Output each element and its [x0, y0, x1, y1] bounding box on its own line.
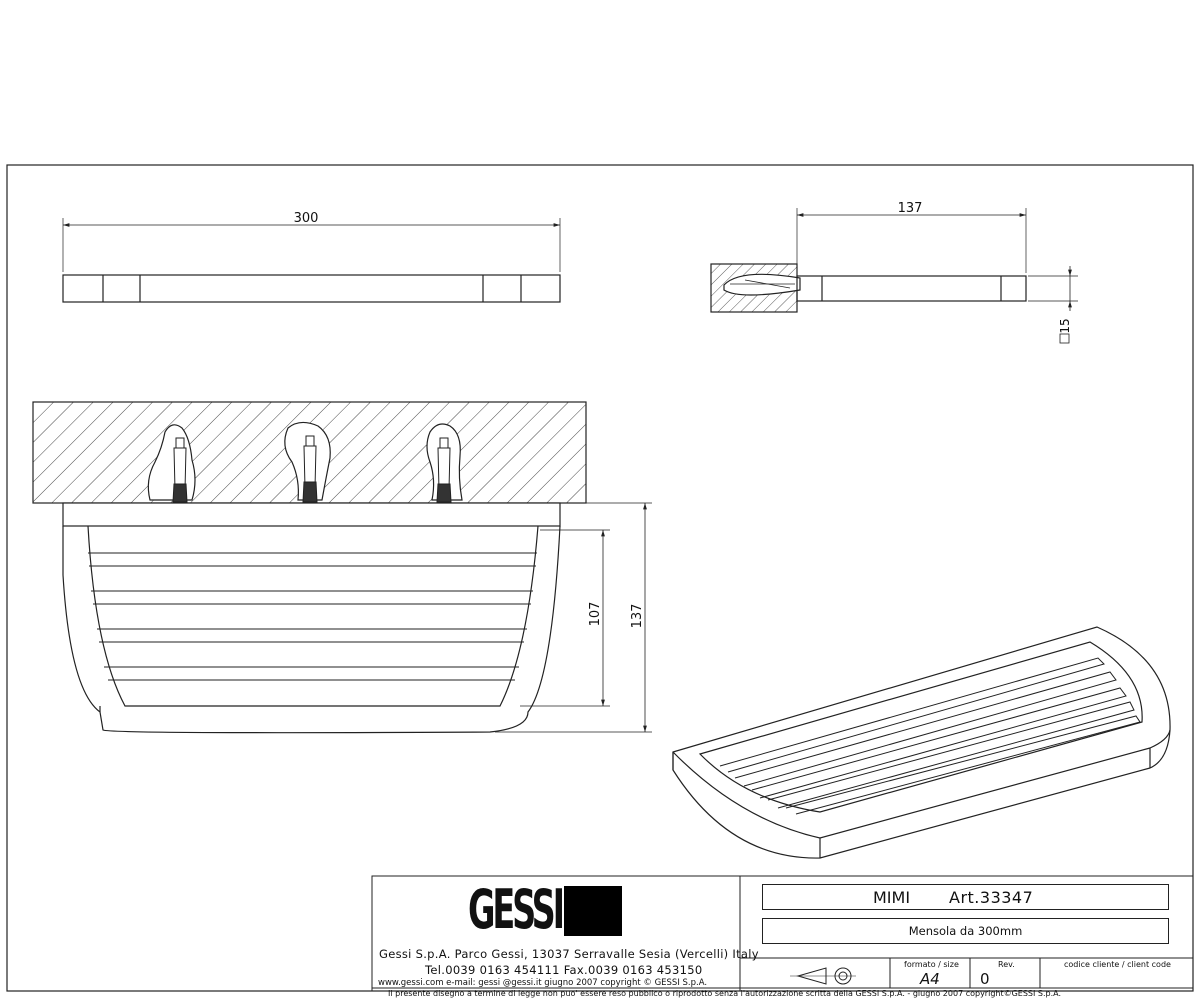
top-view — [62, 218, 561, 303]
side-depth-dimension: 137 — [898, 201, 923, 216]
logo-block — [564, 886, 622, 936]
company-phone-fax: Tel.0039 0163 454111 Fax.0039 0163 45315… — [425, 963, 703, 977]
product-name: MIMI — [873, 888, 911, 907]
rev-value: 0 — [980, 970, 990, 988]
wall-anchor — [172, 437, 188, 503]
format-value: A4 — [920, 970, 940, 988]
isometric-view — [672, 626, 1171, 859]
front-inner-depth-dimension: 107 — [588, 602, 603, 627]
article-number: Art.33347 — [949, 888, 1034, 907]
side-view — [710, 208, 1078, 344]
description-box: Mensola da 300mm — [762, 918, 1169, 944]
company-address: Gessi S.p.A. Parco Gessi, 13037 Serraval… — [379, 947, 759, 961]
format-label: formato / size — [904, 960, 959, 969]
side-thickness-dimension: 15 — [1058, 318, 1072, 333]
wall-anchor — [436, 437, 452, 503]
sheet-frame — [6, 164, 1194, 992]
logo-text: GESSI — [468, 878, 565, 941]
rev-label: Rev. — [998, 960, 1015, 969]
client-code-label: codice cliente / client code — [1064, 960, 1171, 969]
product-description: Mensola da 300mm — [908, 924, 1023, 938]
company-web-email: www.gessi.com e-mail: gessi @gessi.it gi… — [378, 978, 708, 988]
front-outer-depth-dimension: 137 — [630, 604, 645, 629]
title-block-frame — [371, 875, 1194, 992]
gessi-logo: GESSI — [468, 880, 624, 940]
legal-disclaimer: Il presente disegno a termine di legge n… — [388, 989, 1062, 998]
plan-view — [32, 401, 652, 734]
wall-anchor — [302, 435, 318, 503]
product-title-box: MIMI Art.33347 — [762, 884, 1169, 910]
top-width-dimension: 300 — [294, 211, 319, 226]
